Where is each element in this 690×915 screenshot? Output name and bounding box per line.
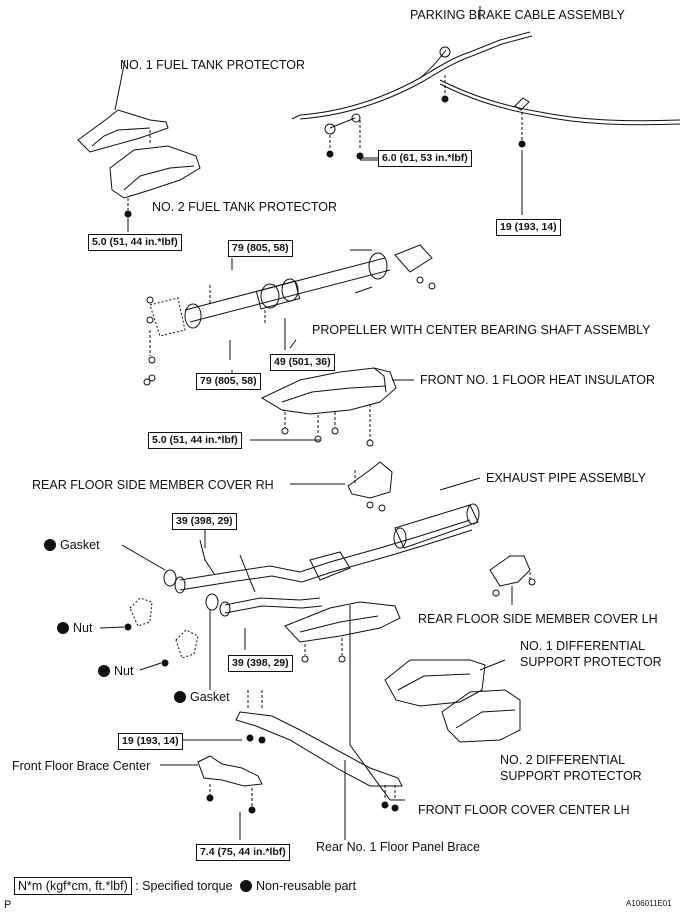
label-rear-floor-cover-rh: REAR FLOOR SIDE MEMBER COVER RH	[32, 478, 274, 492]
label-diff-protector-2: NO. 2 DIFFERENTIAL SUPPORT PROTECTOR	[500, 752, 642, 784]
diff-protector-2-line1: NO. 2 DIFFERENTIAL	[500, 753, 626, 767]
label-rear-floor-panel-brace: Rear No. 1 Floor Panel Brace	[316, 840, 480, 854]
label-parking-brake-cable: PARKING BRAKE CABLE ASSEMBLY	[410, 8, 625, 22]
footer-page-letter: P	[4, 899, 12, 911]
legend-non-reusable-dot	[240, 880, 253, 892]
label-front-floor-cover-center-lh: FRONT FLOOR COVER CENTER LH	[418, 803, 630, 817]
gasket-lower-text: Gasket	[190, 690, 230, 704]
label-front-floor-heat-insulator: FRONT NO. 1 FLOOR HEAT INSULATOR	[420, 373, 655, 387]
nut-upper-text: Nut	[73, 621, 93, 635]
label-propeller-shaft: PROPELLER WITH CENTER BEARING SHAFT ASSE…	[312, 323, 651, 337]
label-fuel-tank-protector-1: NO. 1 FUEL TANK PROTECTOR	[120, 58, 305, 72]
rear-cover-lh-drawing	[489, 555, 536, 605]
label-front-floor-brace-center: Front Floor Brace Center	[12, 759, 151, 773]
torque-19-bottom: 19 (193, 14)	[118, 733, 183, 750]
diff-protector-1-line2: SUPPORT PROTECTOR	[520, 655, 662, 669]
torque-7-4: 7.4 (75, 44 in.*lbf)	[196, 844, 290, 861]
parking-brake-cable-drawing	[291, 6, 681, 215]
front-floor-brace-center-drawing	[160, 755, 263, 840]
rear-cover-rh-drawing	[290, 461, 393, 512]
label-nut-lower: Nut	[98, 664, 133, 678]
torque-39-bottom: 39 (398, 29)	[228, 655, 293, 672]
front-cover-center-lh-drawing	[284, 601, 405, 801]
non-reusable-dot	[98, 665, 110, 677]
legend: N*m (kgf*cm, ft.*lbf) : Specified torque…	[14, 877, 357, 895]
torque-5-0-mid: 5.0 (51, 44 in.*lbf)	[148, 432, 242, 449]
torque-79-bottom: 79 (805, 58)	[196, 373, 261, 390]
torque-49: 49 (501, 36)	[270, 354, 335, 371]
footer-figure-id: A106011E01	[626, 899, 672, 908]
heat-insulator-drawing	[260, 367, 414, 447]
torque-39-top: 39 (398, 29)	[172, 513, 237, 530]
nut-lower-text: Nut	[114, 664, 134, 678]
label-exhaust-pipe: EXHAUST PIPE ASSEMBLY	[486, 471, 647, 485]
legend-specified-torque: : Specified torque	[135, 879, 233, 893]
label-nut-upper: Nut	[57, 621, 92, 635]
label-rear-floor-cover-lh: REAR FLOOR SIDE MEMBER COVER LH	[418, 612, 658, 626]
label-gasket-lower: Gasket	[174, 690, 230, 704]
diff-protector-1-line1: NO. 1 DIFFERENTIAL	[520, 639, 646, 653]
fuel-tank-protectors-drawing	[77, 59, 201, 232]
legend-non-reusable: Non-reusable part	[256, 879, 357, 893]
non-reusable-dot	[44, 539, 56, 551]
gasket-upper-text: Gasket	[60, 538, 100, 552]
label-diff-protector-1: NO. 1 DIFFERENTIAL SUPPORT PROTECTOR	[520, 638, 662, 670]
torque-5-0-top: 5.0 (51, 44 in.*lbf)	[88, 234, 182, 251]
legend-unit-box: N*m (kgf*cm, ft.*lbf)	[14, 877, 132, 895]
rear-floor-panel-brace-drawing	[235, 690, 403, 840]
torque-79-top: 79 (805, 58)	[228, 240, 293, 257]
torque-19-top: 19 (193, 14)	[496, 219, 561, 236]
differential-protectors-drawing	[384, 659, 521, 743]
exhaust-pipe-drawing	[121, 477, 481, 690]
label-fuel-tank-protector-2: NO. 2 FUEL TANK PROTECTOR	[152, 200, 337, 214]
nut-brackets-drawing	[99, 597, 199, 671]
label-gasket-upper: Gasket	[44, 538, 100, 552]
non-reusable-dot	[174, 691, 186, 703]
propeller-shaft-drawing	[143, 244, 436, 386]
diff-protector-2-line2: SUPPORT PROTECTOR	[500, 769, 642, 783]
torque-6-0: 6.0 (61, 53 in.*lbf)	[378, 150, 472, 167]
non-reusable-dot	[57, 622, 69, 634]
